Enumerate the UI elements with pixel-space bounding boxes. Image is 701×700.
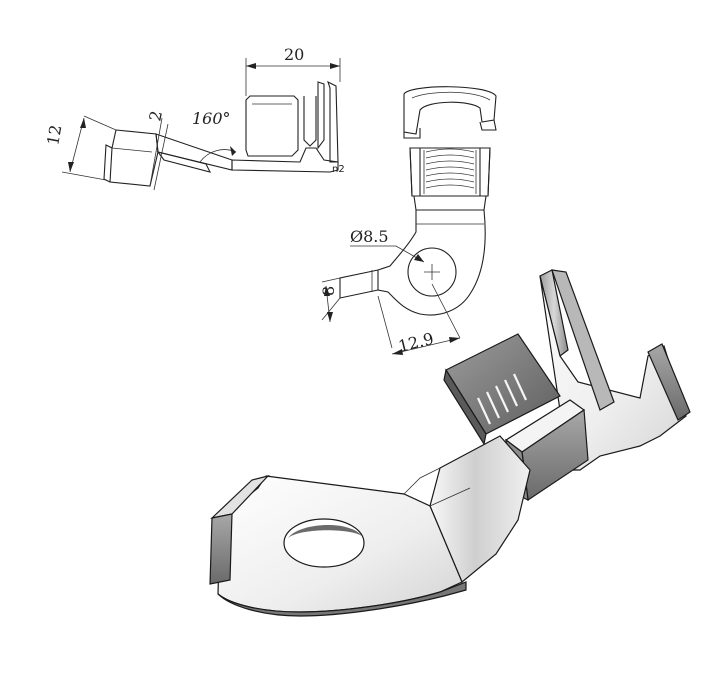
top-view-crimp bbox=[403, 86, 497, 211]
top-view-body bbox=[377, 209, 486, 316]
dim-12: 12 bbox=[43, 115, 117, 181]
dim-hole-diameter: Ø8.5 bbox=[350, 227, 425, 263]
top-view: Ø8.5 8 12.9 bbox=[319, 86, 497, 356]
side-view-tab bbox=[103, 129, 159, 187]
serrations bbox=[477, 373, 527, 425]
dim-8-label: 8 bbox=[319, 286, 338, 296]
isometric-view bbox=[209, 269, 691, 617]
dim-20: 20 bbox=[245, 45, 341, 96]
dim-20-label: 20 bbox=[284, 45, 304, 64]
svg-text:n2: n2 bbox=[332, 164, 345, 175]
top-view-hole bbox=[407, 247, 457, 297]
dim-8: 8 bbox=[319, 277, 341, 323]
dim-2: 2 bbox=[145, 109, 169, 191]
side-view-body: n2 bbox=[231, 80, 345, 175]
dim-2-label: 2 bbox=[145, 109, 166, 123]
dim-hole-diameter-label: Ø8.5 bbox=[350, 227, 389, 246]
dim-12-label: 12 bbox=[43, 123, 65, 146]
dim-angle-label: 160° bbox=[192, 109, 231, 128]
side-view: n2 160° 20 12 2 bbox=[43, 45, 345, 191]
dim-12-9-label: 12.9 bbox=[396, 329, 435, 356]
side-view-plate bbox=[155, 133, 233, 171]
